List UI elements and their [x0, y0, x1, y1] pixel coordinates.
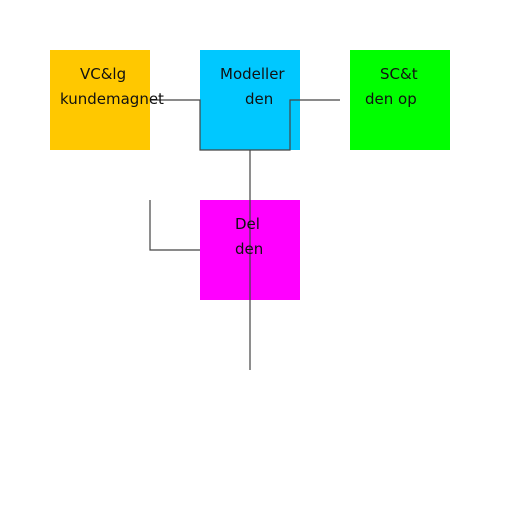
node-saet-label-2: den op [365, 90, 417, 108]
node-valg-label-2: kundemagnet [60, 90, 164, 108]
connector-del-branch [149, 200, 200, 251]
node-valg-label-1: VC&lg [80, 65, 127, 83]
node-saet-label-1: SC&t [380, 65, 418, 83]
node-modeller-label-2: den [245, 90, 274, 108]
node-modeller-box [200, 50, 300, 150]
node-saet-box [350, 50, 450, 150]
node-valg-box [50, 50, 150, 150]
node-modeller-label-1: Modeller [220, 65, 285, 83]
node-del-label-1: Del [235, 215, 260, 233]
node-del-label-2: den [235, 240, 264, 258]
connector-saet-modeller [250, 99, 340, 151]
connector-valg-modeller [150, 99, 250, 151]
